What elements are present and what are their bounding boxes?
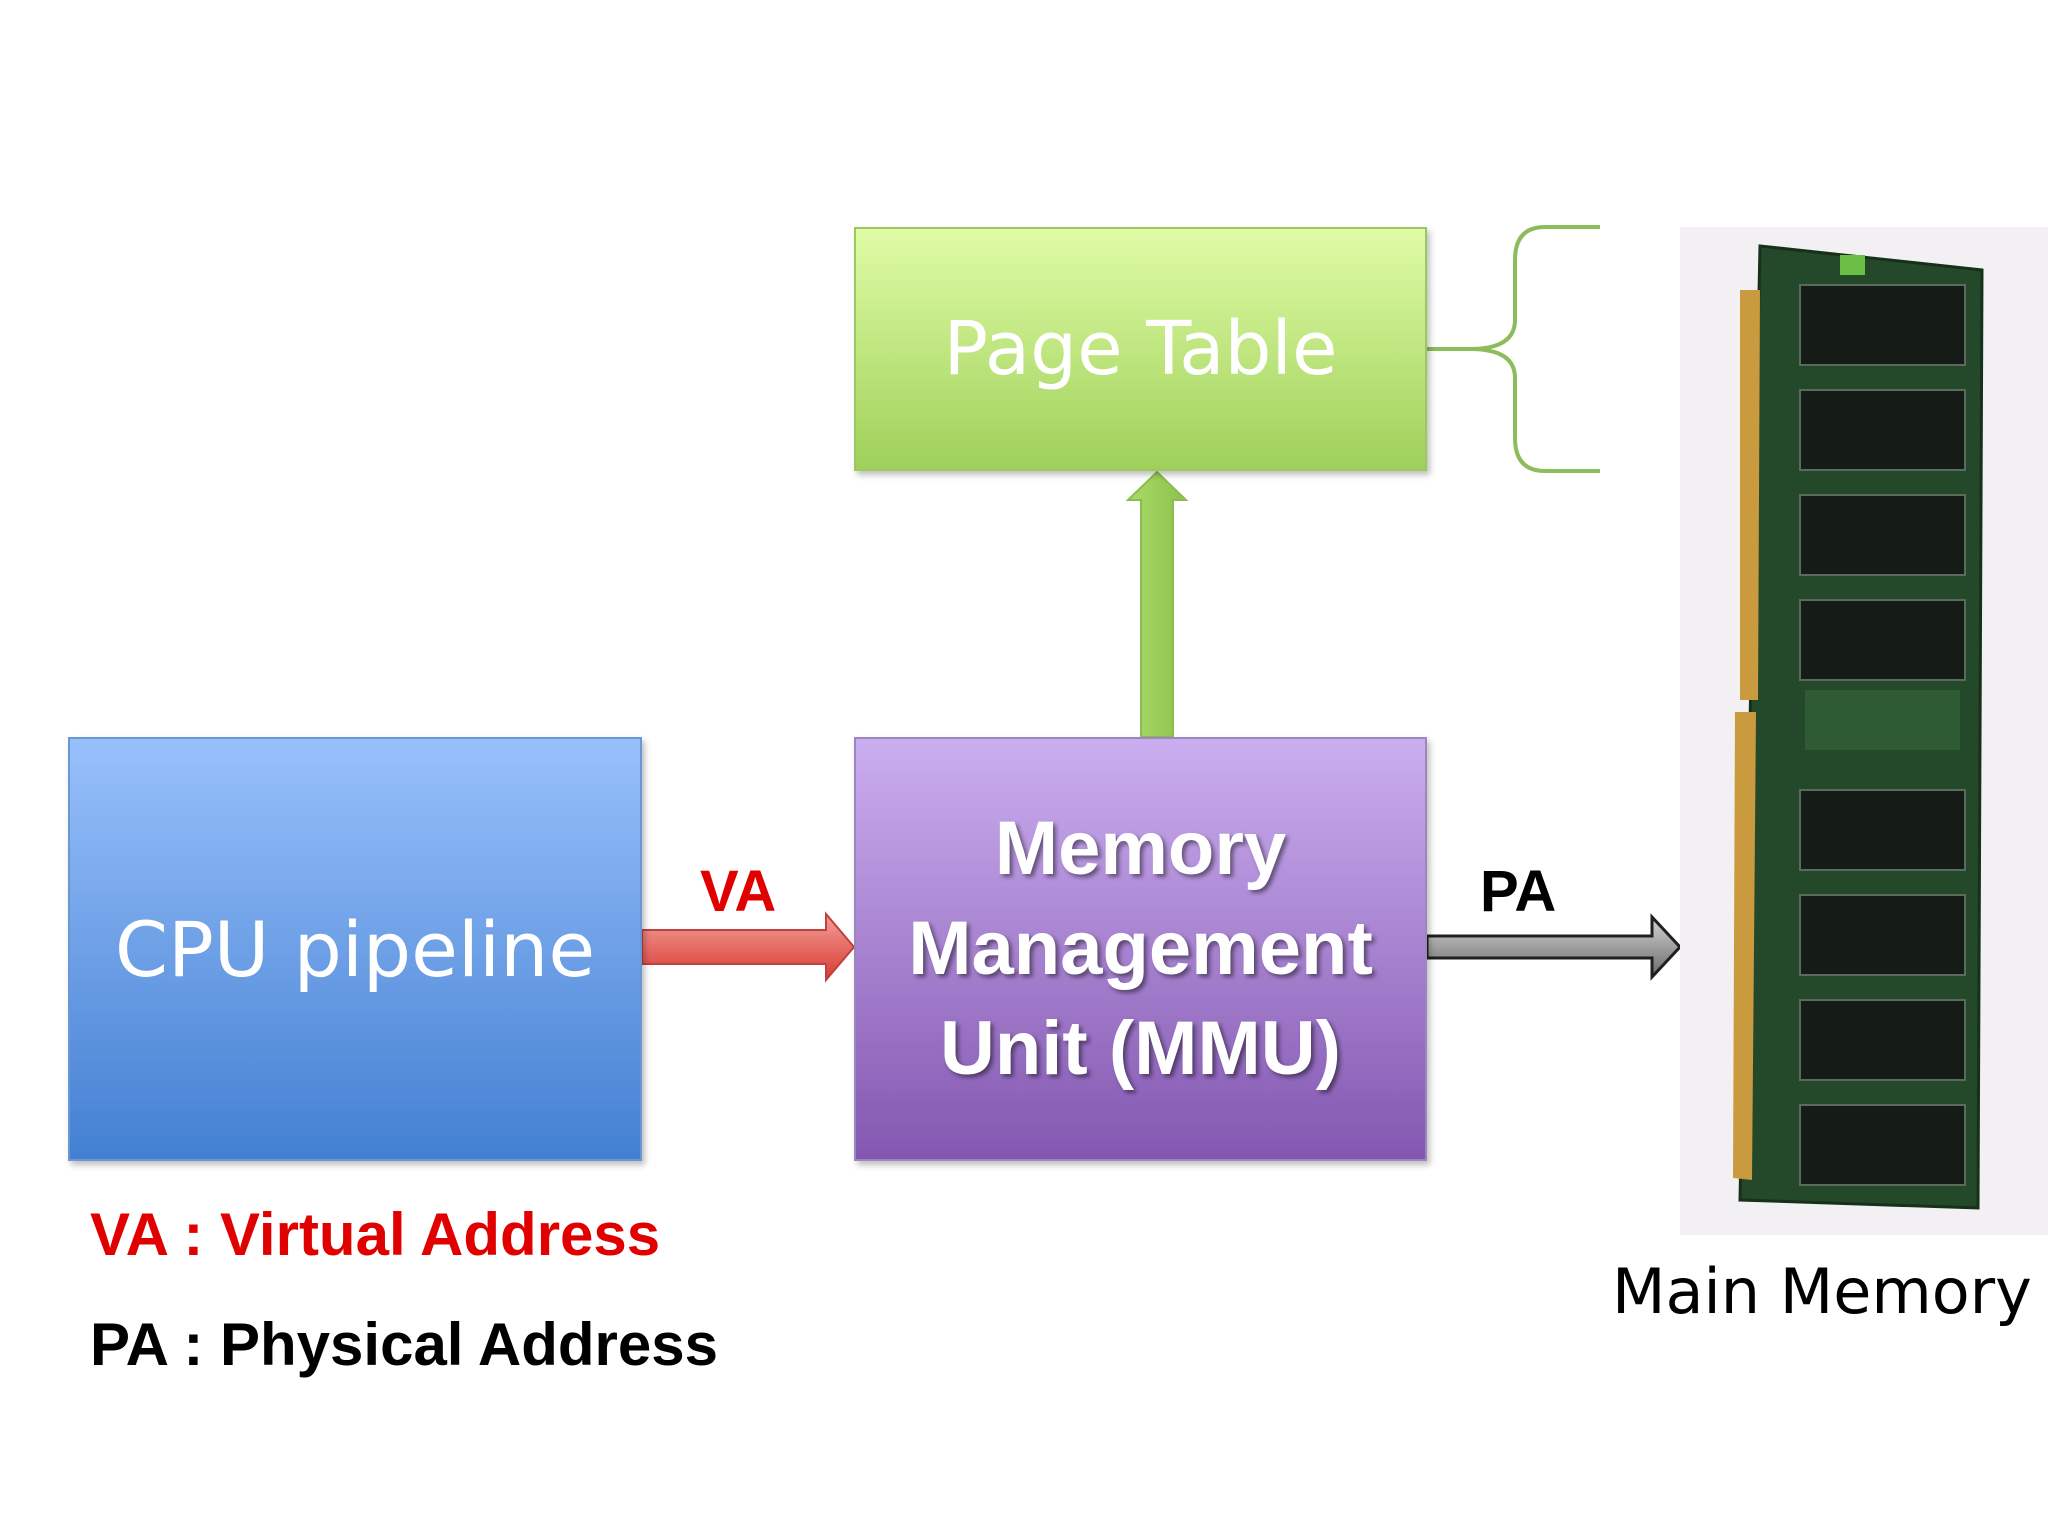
mmu-box: Memory Management Unit (MMU) — [854, 737, 1427, 1161]
page-table-brace — [1427, 225, 1600, 473]
va-arrow-label: VA — [700, 859, 777, 924]
ram-module-icon — [1680, 227, 2048, 1235]
page-table-label: Page Table — [943, 306, 1338, 392]
pa-arrow-label: PA — [1480, 859, 1557, 924]
va-arrow — [641, 911, 856, 983]
mmu-to-pagetable-arrow — [1125, 470, 1189, 738]
main-memory-label: Main Memory — [1612, 1255, 2032, 1328]
mmu-label: Memory Management Unit (MMU) — [908, 806, 1373, 1091]
pa-arrow — [1425, 913, 1683, 981]
cpu-pipeline-label: CPU pipeline — [114, 904, 596, 994]
legend-va: VA : Virtual Address — [90, 1201, 661, 1268]
cpu-pipeline-box: CPU pipeline — [68, 737, 642, 1161]
page-table-box: Page Table — [854, 227, 1427, 471]
legend-pa: PA : Physical Address — [90, 1311, 719, 1378]
